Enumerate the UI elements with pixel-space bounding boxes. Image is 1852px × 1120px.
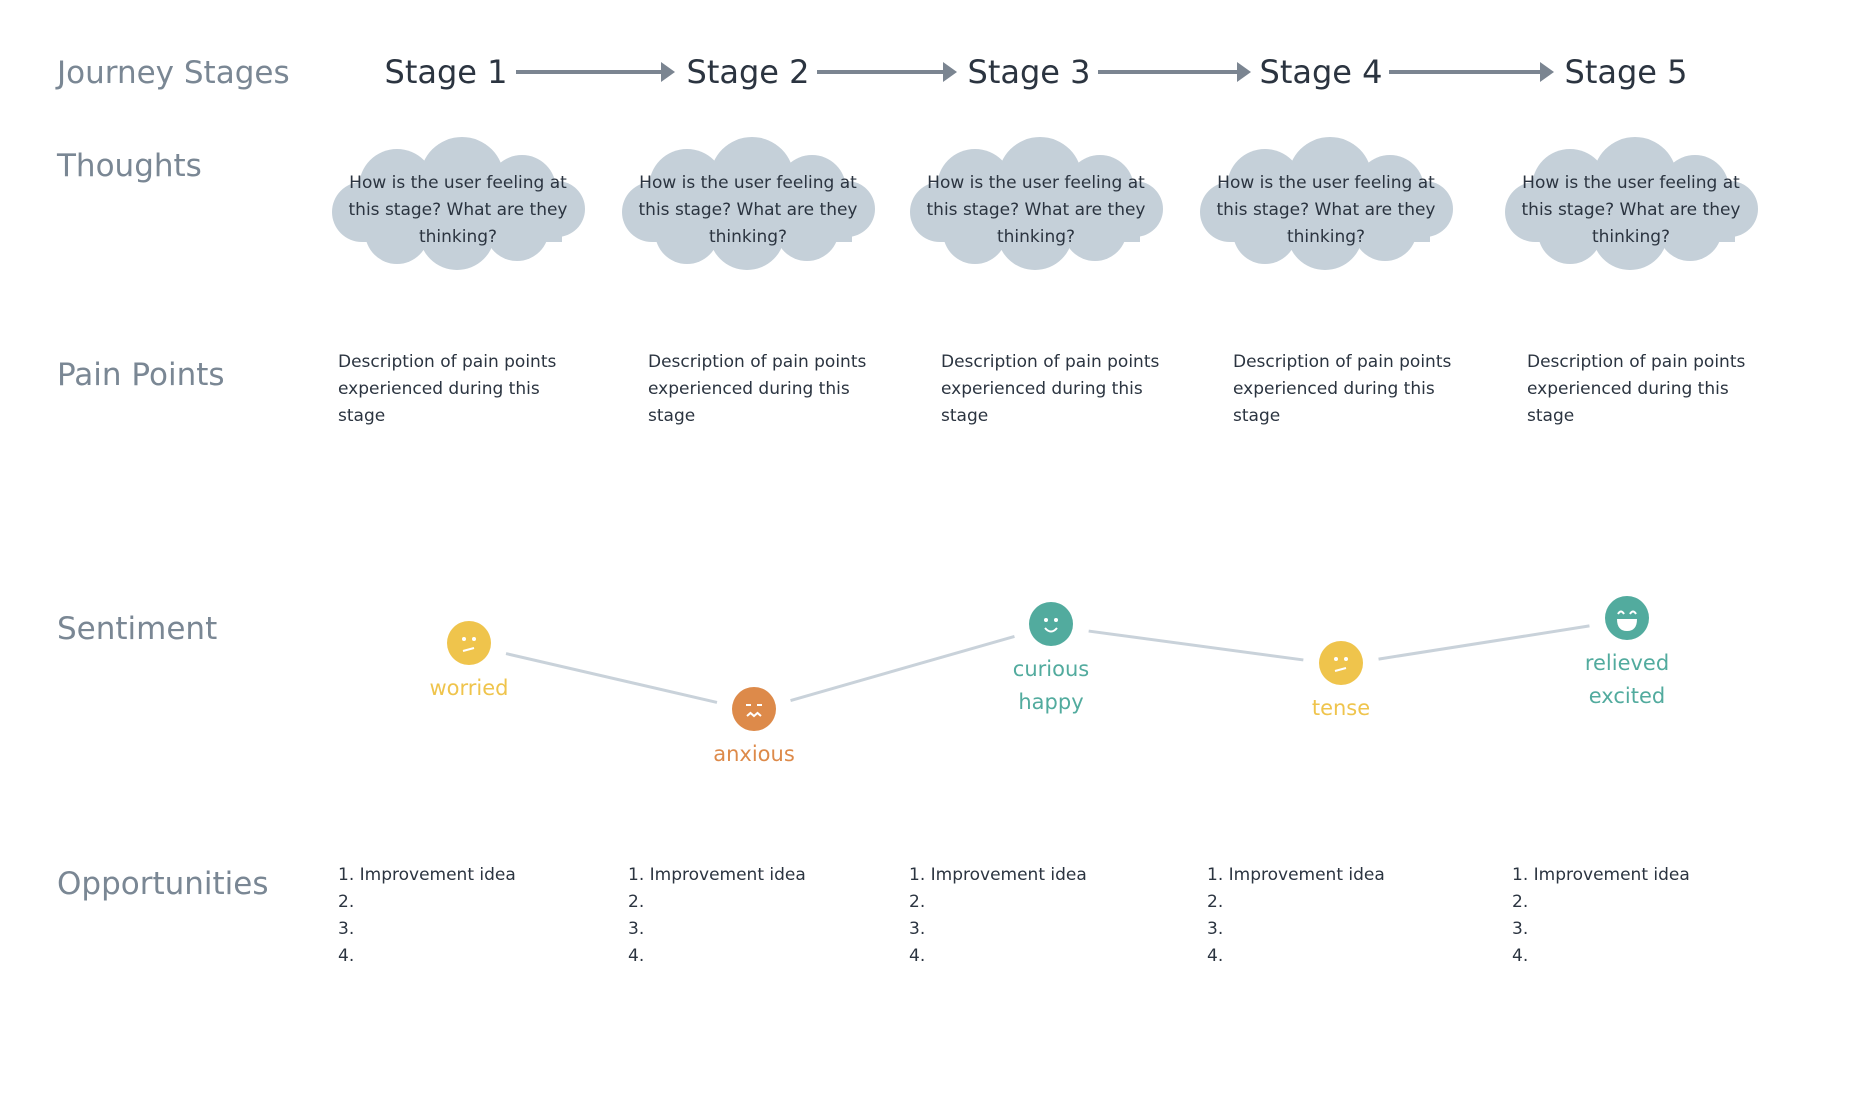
sentiment-word: tense <box>1311 696 1371 720</box>
row-label-thoughts: Thoughts <box>57 148 202 184</box>
thought-cloud-3: How is the user feeling at this stage? W… <box>905 137 1167 273</box>
pain-point-1: Description of pain points experienced d… <box>338 352 557 426</box>
opportunity-item: 2. <box>1512 892 1529 912</box>
opportunities-list-1: 1. Improvement idea 2. 3. 4. <box>338 862 516 970</box>
stage-2-title: Stage 2 <box>686 53 810 91</box>
opportunity-item: 2. <box>909 892 926 912</box>
thought-text: How is the user feeling at this stage? W… <box>348 173 568 247</box>
sentiment-connector-line <box>1088 629 1304 662</box>
neutral-worried-face-icon <box>446 620 492 670</box>
cloud-shape-icon <box>910 137 1163 270</box>
opportunity-item: 1. Improvement idea <box>1207 865 1385 885</box>
cloud-shape-icon <box>1505 137 1758 270</box>
opportunities-list-3: 1. Improvement idea 2. 3. 4. <box>909 862 1087 970</box>
thought-cloud-4: How is the user feeling at this stage? W… <box>1195 137 1457 273</box>
stage-5-title: Stage 5 <box>1564 53 1688 91</box>
opportunity-item: 2. <box>1207 892 1224 912</box>
opportunity-item: 1. Improvement idea <box>338 865 516 885</box>
row-label-sentiment: Sentiment <box>57 611 218 647</box>
sentiment-connector-line <box>790 635 1015 702</box>
cloud-shape-icon <box>1200 137 1453 270</box>
stage-4-title: Stage 4 <box>1259 53 1383 91</box>
thought-cloud-5: How is the user feeling at this stage? W… <box>1500 137 1762 273</box>
opportunity-item: 4. <box>1512 946 1529 966</box>
sentiment-label: relieved excited <box>1585 647 1669 713</box>
arrow-right-icon <box>1098 62 1251 82</box>
opportunity-item: 4. <box>909 946 926 966</box>
opportunity-item: 3. <box>628 919 645 939</box>
thought-cloud-2: How is the user feeling at this stage? W… <box>617 137 879 273</box>
opportunities-list-2: 1. Improvement idea 2. 3. 4. <box>628 862 806 970</box>
anxious-face-icon <box>731 686 777 736</box>
pain-point-3: Description of pain points experienced d… <box>941 352 1160 426</box>
sentiment-word: happy <box>1018 690 1084 714</box>
sentiment-word: curious <box>1012 657 1090 681</box>
stage-3-title: Stage 3 <box>967 53 1091 91</box>
opportunity-item: 2. <box>628 892 645 912</box>
sentiment-label: curious happy <box>1013 653 1089 719</box>
thought-text: How is the user feeling at this stage? W… <box>638 173 858 247</box>
pain-point-4: Description of pain points experienced d… <box>1233 352 1452 426</box>
cloud-shape-icon <box>622 137 875 270</box>
sentiment-label: anxious <box>713 738 795 771</box>
sentiment-word: anxious <box>713 742 795 766</box>
row-label-opportunities: Opportunities <box>57 866 269 902</box>
thought-text: How is the user feeling at this stage? W… <box>1521 173 1741 247</box>
sentiment-connector-line <box>1378 624 1590 661</box>
opportunities-list-5: 1. Improvement idea 2. 3. 4. <box>1512 862 1690 970</box>
thought-text: How is the user feeling at this stage? W… <box>926 173 1146 247</box>
arrow-right-icon <box>817 62 957 82</box>
opportunity-item: 1. Improvement idea <box>909 865 1087 885</box>
grinning-face-icon <box>1604 595 1650 645</box>
opportunity-item: 4. <box>338 946 355 966</box>
opportunity-item: 3. <box>338 919 355 939</box>
smiling-face-icon <box>1028 601 1074 651</box>
opportunity-item: 3. <box>1512 919 1529 939</box>
opportunity-item: 3. <box>1207 919 1224 939</box>
opportunity-item: 4. <box>1207 946 1224 966</box>
opportunity-item: 3. <box>909 919 926 939</box>
thought-cloud-1: How is the user feeling at this stage? W… <box>327 137 589 273</box>
sentiment-word: excited <box>1588 684 1666 708</box>
stage-1-title: Stage 1 <box>384 53 508 91</box>
cloud-shape-icon <box>332 137 585 270</box>
arrow-right-icon <box>516 62 675 82</box>
opportunities-list-4: 1. Improvement idea 2. 3. 4. <box>1207 862 1385 970</box>
sentiment-word: relieved <box>1584 651 1670 675</box>
opportunity-item: 4. <box>628 946 645 966</box>
arrow-right-icon <box>1389 62 1554 82</box>
sentiment-label: worried <box>429 672 508 705</box>
thought-text: How is the user feeling at this stage? W… <box>1216 173 1436 247</box>
row-label-journey-stages: Journey Stages <box>57 55 290 91</box>
pain-point-2: Description of pain points experienced d… <box>648 352 867 426</box>
opportunity-item: 1. Improvement idea <box>1512 865 1690 885</box>
opportunity-item: 2. <box>338 892 355 912</box>
sentiment-word: worried <box>429 676 509 700</box>
sentiment-label: tense <box>1312 692 1370 725</box>
neutral-tense-face-icon <box>1318 640 1364 690</box>
row-label-pain-points: Pain Points <box>57 357 225 393</box>
pain-point-5: Description of pain points experienced d… <box>1527 352 1746 426</box>
opportunity-item: 1. Improvement idea <box>628 865 806 885</box>
sentiment-connector-line <box>505 652 718 704</box>
